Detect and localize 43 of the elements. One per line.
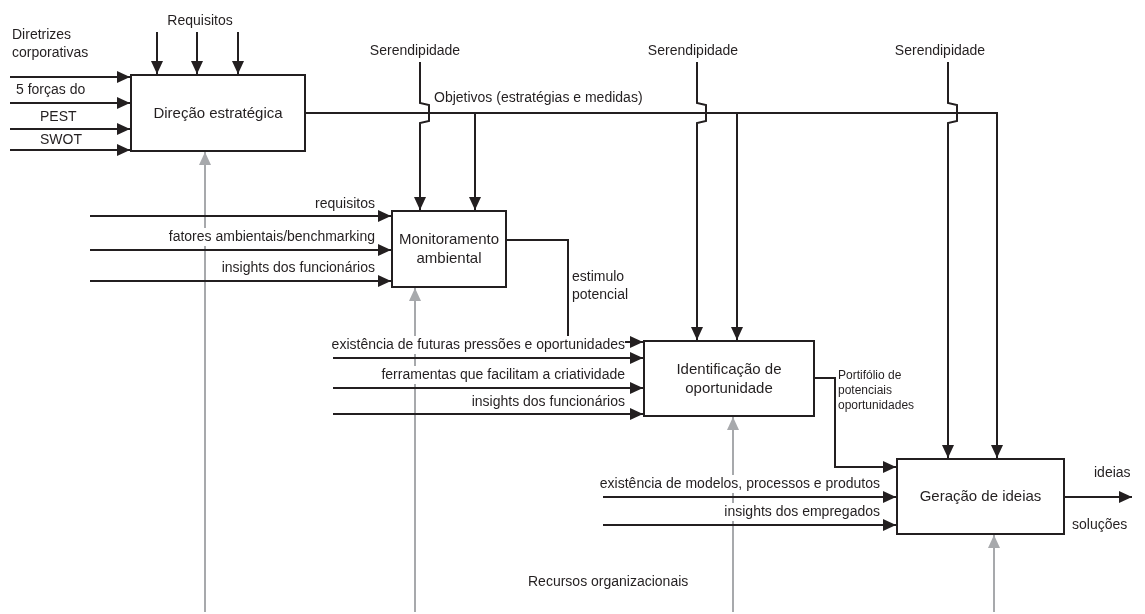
- process-box: Identificação de oportunidade: [643, 340, 815, 417]
- output-label: soluções: [1072, 516, 1128, 534]
- arrow: [602, 519, 897, 531]
- edge-label: Objetivos (estratégias e medidas): [434, 89, 643, 107]
- input-label: Serendipidade: [633, 40, 753, 62]
- arrow: [9, 97, 131, 109]
- arrow: [1064, 491, 1133, 503]
- arrow: [199, 151, 211, 613]
- arrow: [191, 31, 203, 75]
- arrow: [691, 61, 707, 341]
- edge-label: existência de futuras pressões e oportunidades: [331, 336, 625, 354]
- arrow: [332, 408, 644, 420]
- input-label: Serendipidade: [355, 40, 475, 62]
- process-box: Geração de ideias: [896, 458, 1065, 535]
- arrow: [942, 61, 958, 459]
- arrow: [89, 275, 392, 287]
- arrow: [332, 352, 644, 364]
- arrow: [9, 71, 131, 83]
- arrow: [988, 534, 1000, 613]
- edge-label: ferramentas que facilitam a criatividade: [381, 366, 625, 384]
- arrow: [409, 287, 421, 613]
- process-box: Direção estratégica: [130, 74, 306, 152]
- arrow: [332, 382, 644, 394]
- arrow: [602, 491, 897, 503]
- edge-label: 5 forças do: [16, 81, 86, 99]
- arrow: [9, 144, 131, 156]
- edge-label: requisitos: [315, 195, 375, 213]
- edge-label: insights dos funcionários: [221, 259, 375, 277]
- arrow: [151, 31, 163, 75]
- arrow: [814, 377, 897, 473]
- edge-label: existência de modelos, processos e produtos: [599, 475, 880, 493]
- edge-label: insights dos empregados: [724, 503, 880, 521]
- input-label: Requisitos: [137, 10, 263, 32]
- edge-label: insights dos funcionários: [471, 393, 625, 411]
- process-box: Monitoramento ambiental: [391, 210, 507, 288]
- arrow: [232, 31, 244, 75]
- edge-label: fatores ambientais/benchmarking: [168, 228, 375, 246]
- input-label: Serendipidade: [880, 40, 1000, 62]
- arrow: [9, 123, 131, 135]
- resource-label: Recursos organizacionais: [528, 573, 689, 591]
- arrow: [89, 244, 392, 256]
- arrow: [414, 61, 430, 211]
- arrow: [89, 210, 392, 222]
